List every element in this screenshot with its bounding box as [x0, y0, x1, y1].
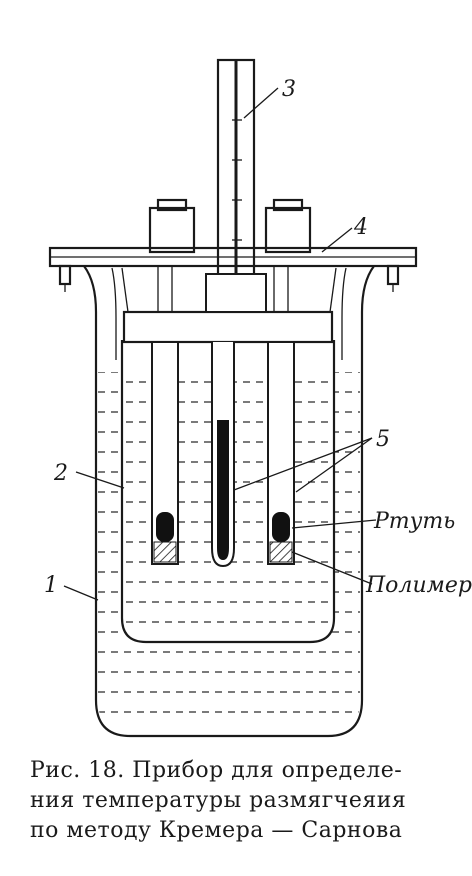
figure-caption: Рис. 18. Прибор для определе- ния темпер…	[30, 756, 460, 846]
outer-vessel	[83, 265, 375, 738]
polymer-plug-right	[269, 541, 293, 563]
label-2: 2	[53, 461, 68, 486]
test-tube-right	[267, 266, 295, 565]
support-frame	[121, 267, 337, 344]
mercury-drop-left	[156, 512, 174, 542]
label-mercury: Ртуть	[373, 509, 455, 534]
thermometer-bulb	[211, 342, 235, 568]
leader-lines	[63, 87, 377, 601]
label-3: 3	[282, 77, 296, 102]
label-4: 4	[353, 215, 368, 240]
mercury-drop-right	[272, 512, 290, 542]
tube-stoppers	[148, 198, 312, 254]
caption-line-3: по методу Кремера — Сарнова	[30, 818, 403, 843]
test-tube-left	[151, 266, 179, 565]
caption-line-1: Рис. 18. Прибор для определе-	[30, 758, 403, 783]
caption-line-2: ния температуры размягчеяия	[30, 788, 407, 813]
lid-plate	[48, 246, 418, 292]
apparatus-diagram: 3 4 5 2 1 Ртуть Полимер	[44, 58, 472, 738]
polymer-plug-left	[153, 541, 177, 563]
label-1: 1	[44, 573, 58, 598]
label-5: 5	[376, 427, 390, 452]
label-polymer: Полимер	[365, 573, 472, 598]
